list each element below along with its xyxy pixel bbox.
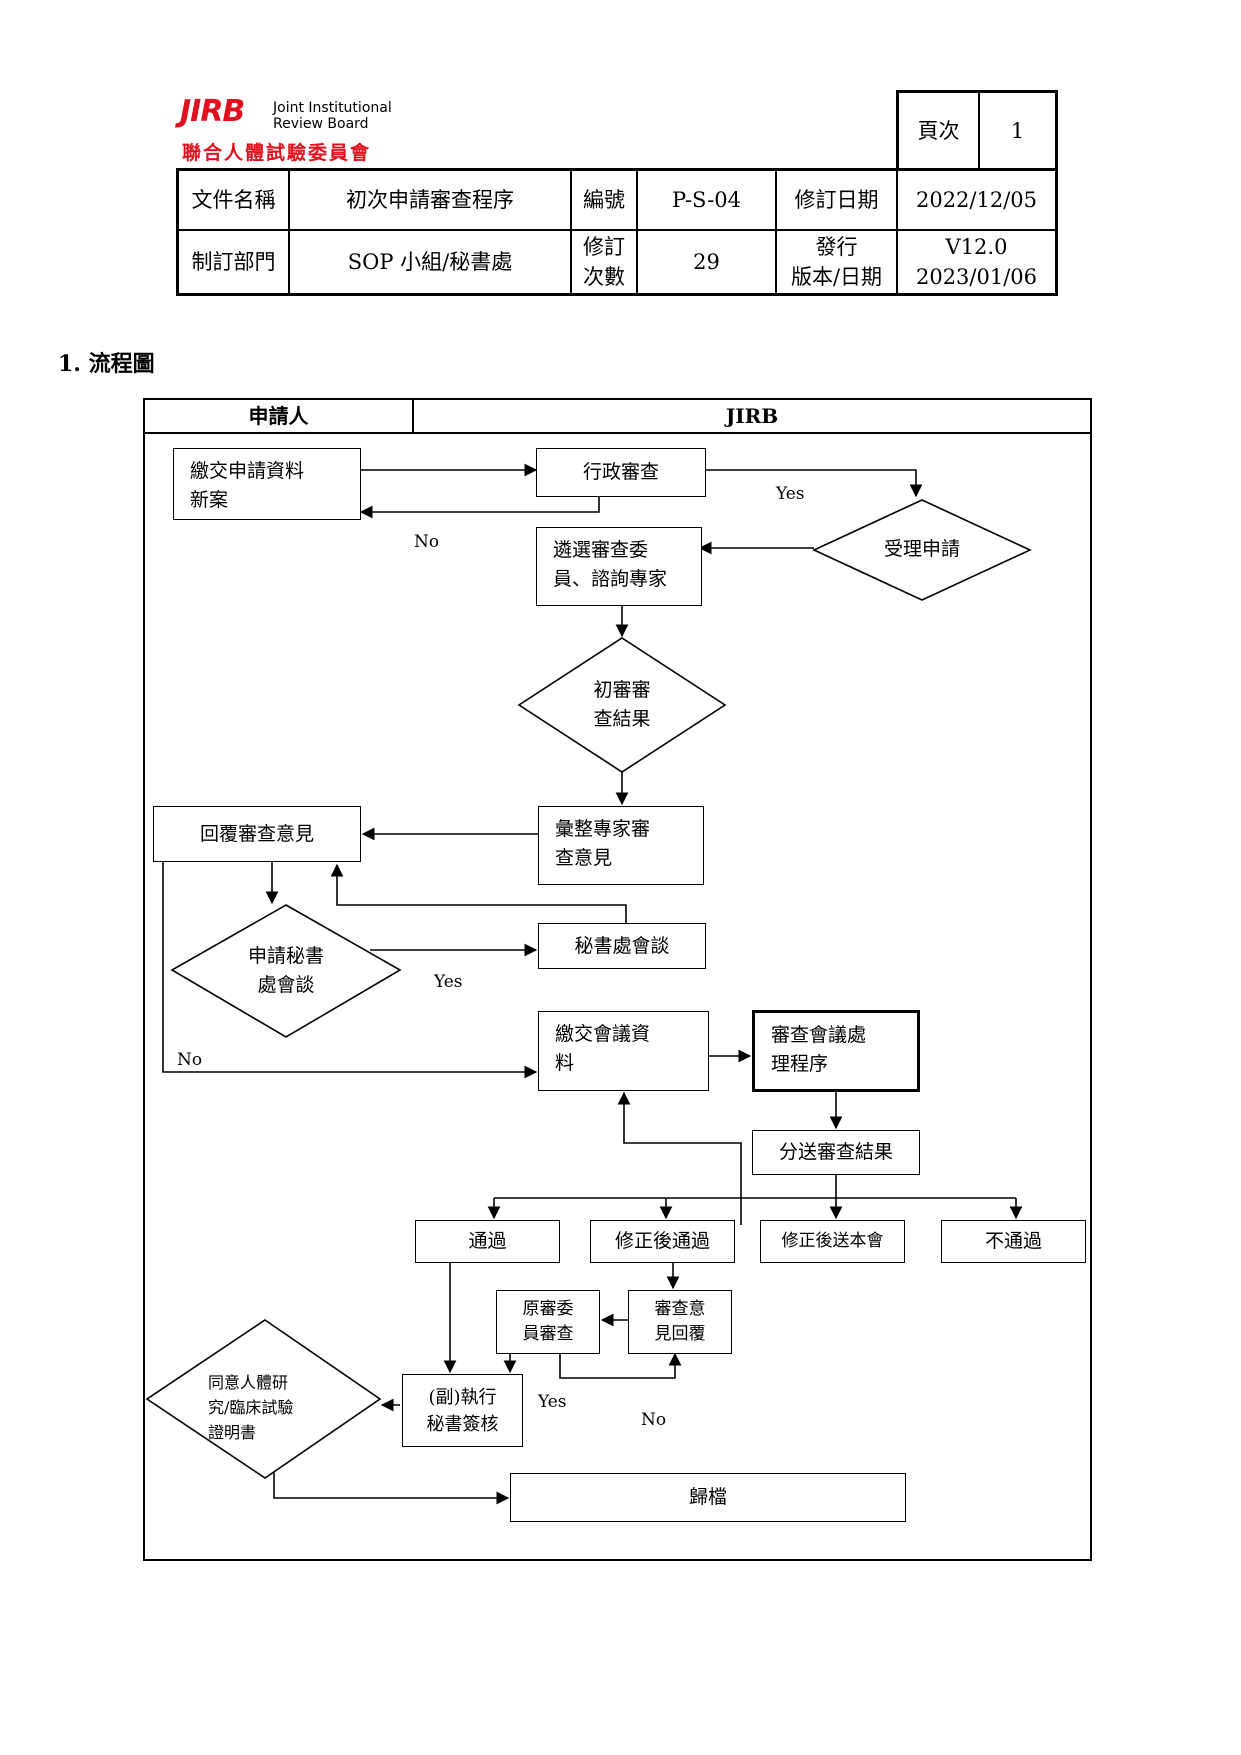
meeting-process-box: 審查會議處 理程序 xyxy=(752,1010,920,1092)
reply-opinions-box: 回覆審查意見 xyxy=(153,806,361,862)
flowchart-frame xyxy=(143,398,1092,1561)
exec-sign-line-1: (副)執行 xyxy=(428,1386,497,1408)
submit-new-application-box: 繳交申請資料 新案 xyxy=(173,448,361,520)
secretariat-meeting-box: 秘書處會談 xyxy=(538,923,706,969)
not-approved-box: 不通過 xyxy=(941,1220,1086,1263)
request-meeting-diamond xyxy=(170,904,402,1038)
header-col-divider xyxy=(775,168,777,296)
compile-opinions-box: 彙整專家審 查意見 xyxy=(538,806,704,885)
select-reviewers-line-2: 員、諮詢專家 xyxy=(553,568,668,590)
resubmit-after-revision-box: 修正後送本會 xyxy=(760,1220,905,1263)
header-row-divider xyxy=(176,229,1058,231)
approved-box: 通過 xyxy=(415,1220,560,1263)
no-label: No xyxy=(414,532,440,552)
original-reviewer-line-1: 原審委 xyxy=(522,1299,574,1319)
submit-meeting-line-1: 繳交會議資 xyxy=(555,1023,651,1045)
dept-label: 制訂部門 xyxy=(191,250,276,274)
section-title: 1. 流程圖 xyxy=(58,351,155,377)
page-number-box xyxy=(896,90,1058,171)
exec-sign-line-2: 秘書簽核 xyxy=(426,1413,499,1435)
select-reviewers-line-1: 遴選審查委 xyxy=(553,539,649,561)
initial-result-line-2: 查結果 xyxy=(593,708,651,730)
select-reviewers-box: 遴選審查委 員、諮詢專家 xyxy=(536,527,702,606)
doc-name-label: 文件名稱 xyxy=(191,188,276,212)
lane-header-divider xyxy=(143,432,1092,434)
logo-english-line-2: Review Board xyxy=(273,116,369,132)
page-box-divider xyxy=(978,90,980,170)
request-meeting-line-2: 處會談 xyxy=(257,974,315,996)
yes-label: Yes xyxy=(434,972,463,992)
request-meeting-label: 申請秘書 處會談 xyxy=(236,942,336,1000)
document-header-table xyxy=(176,168,1058,296)
jirb-logo: JIRB xyxy=(180,94,245,129)
logo-english-name: Joint Institutional Review Board xyxy=(273,100,392,132)
header-col-divider xyxy=(636,168,638,296)
page-label: 頁次 xyxy=(917,119,960,143)
accept-application-label: 受理申請 xyxy=(883,538,960,560)
release-date: 2023/01/06 xyxy=(915,265,1038,289)
logo-english-line-1: Joint Institutional xyxy=(273,100,392,116)
opinion-reply-line-1: 審查意 xyxy=(654,1299,706,1319)
release-label: 發行 版本/日期 xyxy=(777,231,896,293)
meeting-process-line-1: 審查會議處 xyxy=(771,1024,867,1046)
consent-line-1: 同意人體研 xyxy=(208,1373,289,1392)
lane-divider xyxy=(412,398,414,433)
header-col-divider xyxy=(570,168,572,296)
lane-jirb: JIRB xyxy=(725,404,779,428)
approved-after-revision-box: 修正後通過 xyxy=(590,1220,735,1263)
revise-date-label: 修訂日期 xyxy=(794,188,879,212)
release-value: V12.0 2023/01/06 xyxy=(898,231,1055,293)
opinion-reply-line-2: 見回覆 xyxy=(654,1324,706,1344)
release-label-line-1: 發行 xyxy=(815,235,858,259)
no-label: No xyxy=(641,1410,667,1430)
header-col-divider xyxy=(288,168,290,296)
dept-value: SOP 小組/秘書處 xyxy=(347,250,513,274)
yes-label: Yes xyxy=(538,1392,567,1412)
opinion-reply-box: 審查意 見回覆 xyxy=(628,1290,732,1354)
submit-meeting-line-2: 料 xyxy=(555,1052,575,1074)
doc-name-value: 初次申請審查程序 xyxy=(346,188,514,212)
distribute-results-box: 分送審查結果 xyxy=(752,1130,920,1175)
original-reviewer-line-2: 員審查 xyxy=(522,1324,574,1344)
archive-box: 歸檔 xyxy=(510,1473,906,1522)
initial-result-line-1: 初審審 xyxy=(593,679,651,701)
page-value: 1 xyxy=(1010,119,1025,143)
consent-diamond xyxy=(145,1319,382,1479)
exec-sign-box: (副)執行 秘書簽核 xyxy=(402,1374,523,1447)
release-label-line-2: 版本/日期 xyxy=(790,265,883,289)
original-reviewer-box: 原審委 員審查 xyxy=(496,1290,600,1354)
submit-new-line-1: 繳交申請資料 xyxy=(190,460,305,482)
no-label: No xyxy=(177,1050,203,1070)
revise-date-value: 2022/12/05 xyxy=(915,188,1038,212)
admin-review-box: 行政審查 xyxy=(536,448,706,497)
release-version: V12.0 xyxy=(945,235,1008,259)
meeting-process-line-2: 理程序 xyxy=(771,1053,829,1075)
compile-opinions-line-2: 查意見 xyxy=(555,847,613,869)
consent-label: 同意人體研 究/臨床試驗 證明書 xyxy=(208,1370,318,1445)
accept-diamond xyxy=(812,499,1032,601)
logo-chinese-name: 聯合人體試驗委員會 xyxy=(182,142,372,164)
header-col-divider xyxy=(896,168,898,296)
consent-line-2: 究/臨床試驗 xyxy=(208,1398,294,1417)
revision-count-label-line-1: 修訂 xyxy=(583,235,625,259)
initial-result-label: 初審審 查結果 xyxy=(572,676,672,734)
code-value: P-S-04 xyxy=(671,188,742,212)
submit-new-line-2: 新案 xyxy=(190,489,229,511)
request-meeting-line-1: 申請秘書 xyxy=(247,945,324,967)
revision-count-label: 修訂 次數 xyxy=(572,231,636,293)
revision-count-value: 29 xyxy=(693,250,720,274)
submit-meeting-docs-box: 繳交會議資 料 xyxy=(538,1011,709,1091)
revision-count-label-line-2: 次數 xyxy=(583,265,625,289)
consent-line-3: 證明書 xyxy=(208,1423,257,1442)
lane-applicant: 申請人 xyxy=(248,404,309,428)
yes-label: Yes xyxy=(776,484,805,504)
code-label: 編號 xyxy=(583,188,625,212)
compile-opinions-line-1: 彙整專家審 xyxy=(555,818,651,840)
